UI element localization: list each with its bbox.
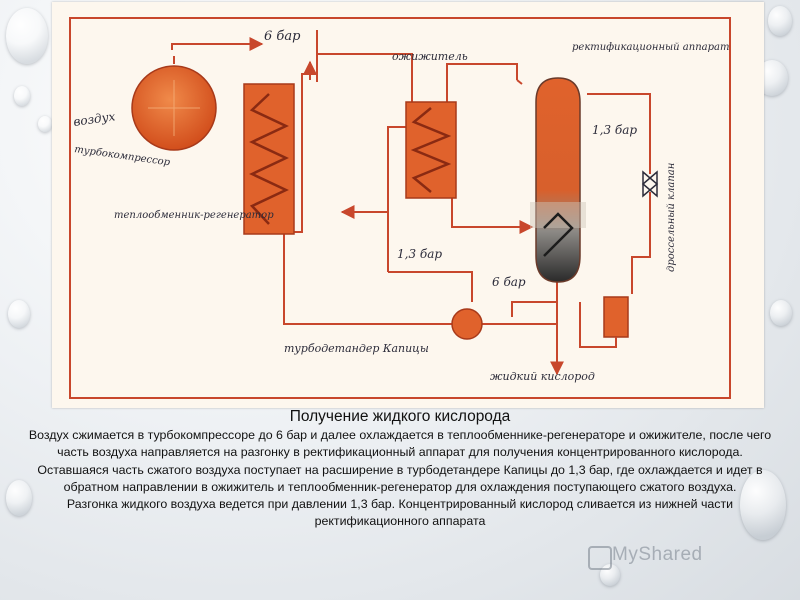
caption-title: Получение жидкого кислорода xyxy=(289,408,511,425)
liquefier-coil xyxy=(410,107,452,193)
label-air: воздух xyxy=(72,109,116,129)
rectification-column xyxy=(535,77,581,283)
heat-exchanger-coil xyxy=(249,93,289,225)
water-drop xyxy=(6,480,32,516)
water-drop xyxy=(768,6,792,36)
water-drop xyxy=(740,470,786,540)
label-throttle-valve: дроссельный клапан xyxy=(666,163,677,272)
small-heat-exchanger xyxy=(603,296,629,338)
label-rectification: ректификационный аппарат xyxy=(572,42,729,53)
label-pressure-13bar-column: 1,3 бар xyxy=(592,123,637,137)
label-heat-exchanger: теплообменник-регенератор xyxy=(114,210,274,221)
diagram-panel: 6 бар ожижитель ректификационный аппарат… xyxy=(52,2,764,408)
turboexpander-icon xyxy=(451,308,483,340)
water-drop xyxy=(38,116,52,132)
diagram-frame xyxy=(69,17,731,399)
throttle-valve-icon xyxy=(641,170,659,198)
watermark: MyShared xyxy=(612,544,703,565)
label-liquefier: ожижитель xyxy=(392,50,468,63)
caption-paragraph: Оставшаяся часть сжатого воздуха поступа… xyxy=(37,462,763,494)
label-pressure-13bar-mid: 1,3 бар xyxy=(397,247,442,261)
label-turboexpander: турбодетандер Капицы xyxy=(284,342,429,355)
label-turbocompressor: турбокомпрессор xyxy=(74,144,172,168)
caption-paragraph: Воздух сжимается в турбокомпрессоре до 6… xyxy=(28,428,772,460)
label-pressure-6bar-bottom: 6 бар xyxy=(492,275,526,289)
label-liquid-oxygen: жидкий кислород xyxy=(490,370,595,383)
caption-paragraph: Разгонка жидкого воздуха ведется при дав… xyxy=(66,497,734,529)
water-drop xyxy=(14,86,30,106)
pipelines xyxy=(171,30,651,376)
column-coil xyxy=(543,212,574,257)
water-drop xyxy=(6,8,48,64)
water-drop xyxy=(8,300,30,328)
process-diagram: 6 бар ожижитель ректификационный аппарат… xyxy=(69,17,731,399)
watermark-logo-icon xyxy=(588,546,612,570)
water-drop xyxy=(770,300,792,326)
caption: Получение жидкого кислорода Воздух сжима… xyxy=(20,407,780,531)
label-pressure-6bar-top: 6 бар xyxy=(264,29,301,44)
